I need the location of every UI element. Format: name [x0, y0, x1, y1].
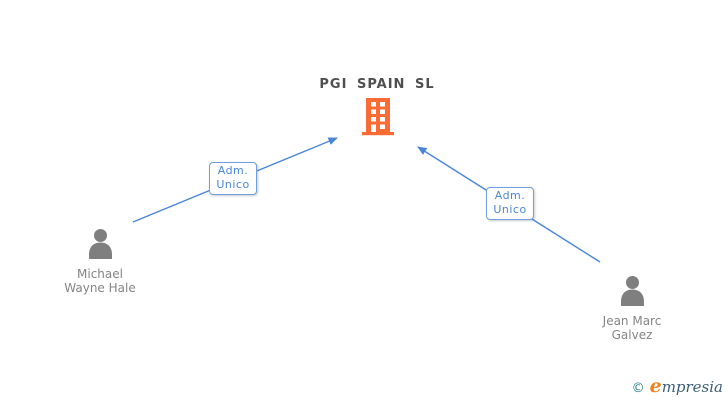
person-node-jean[interactable]: Jean Marc Galvez — [596, 276, 668, 342]
copyright-icon: © — [631, 381, 645, 396]
edge-label-adm-unico-left: Adm. Unico — [209, 162, 257, 195]
brand-initial: e — [649, 375, 662, 397]
edge-label-adm-unico-right: Adm. Unico — [486, 187, 534, 220]
building-icon — [362, 98, 394, 136]
brand-wordmark: empresia — [650, 375, 723, 397]
person-name: Jean Marc Galvez — [602, 314, 662, 342]
empresia-logo[interactable]: © empresia — [632, 375, 723, 397]
person-name: Michael Wayne Hale — [64, 267, 136, 295]
person-node-michael[interactable]: Michael Wayne Hale — [64, 229, 136, 295]
person-icon — [88, 229, 112, 259]
person-icon — [620, 276, 644, 306]
company-node[interactable] — [360, 98, 396, 136]
brand-rest: mpresia — [661, 378, 723, 396]
company-name: PGI SPAIN SL — [319, 77, 435, 92]
